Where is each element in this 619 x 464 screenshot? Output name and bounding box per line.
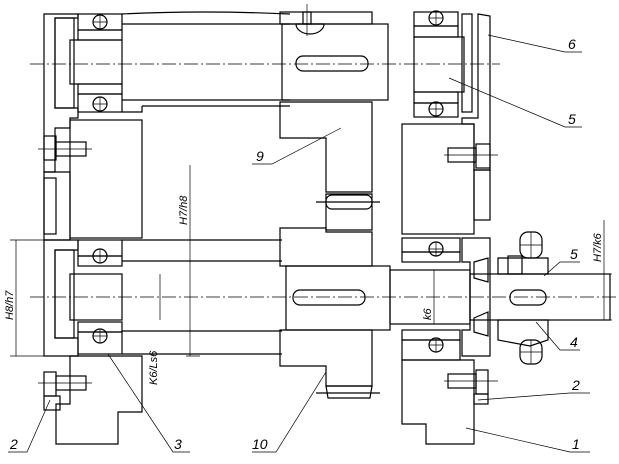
left-cover-upper bbox=[43, 13, 79, 173]
housing-lower-left bbox=[38, 355, 143, 445]
part-label-2-right: 2 bbox=[571, 377, 580, 393]
lower-shaft bbox=[122, 239, 282, 355]
part-label-6: 5 bbox=[568, 111, 576, 127]
part-label-2-left: 2 bbox=[9, 436, 18, 452]
part-label-4: 4 bbox=[570, 334, 578, 350]
part-label-10: 10 bbox=[252, 436, 268, 452]
part-label-5: 5 bbox=[570, 246, 578, 262]
upper-right-bearing bbox=[413, 10, 465, 118]
upper-shaft bbox=[121, 11, 291, 113]
part-label-7: 6 bbox=[568, 36, 576, 52]
housing-left-wall bbox=[38, 119, 143, 241]
part-label-3: 3 bbox=[174, 436, 182, 452]
fit-left-outer: H8/h7 bbox=[4, 290, 16, 320]
fit-right-shaft: k6 bbox=[422, 308, 434, 321]
gear-9-hub bbox=[279, 4, 389, 101]
gear-9 bbox=[279, 101, 380, 231]
fit-housing-bore: H7/h8 bbox=[178, 195, 190, 225]
part-label-9: 9 bbox=[256, 148, 264, 164]
upper-left-bearing bbox=[77, 13, 123, 113]
lower-right-bearing bbox=[401, 237, 461, 361]
fit-output-end: H7/k6 bbox=[592, 232, 604, 262]
coupling-4 bbox=[497, 231, 549, 365]
housing-right-wall bbox=[401, 123, 498, 235]
dimension-lines bbox=[10, 165, 612, 357]
upper-shaft-journal bbox=[69, 39, 123, 85]
lower-left-bearing bbox=[77, 239, 123, 355]
fit-left-shaft: K6/Ls6 bbox=[148, 350, 160, 385]
lower-left-cover bbox=[43, 239, 79, 357]
right-lower-cover bbox=[461, 237, 491, 357]
gear-10 bbox=[279, 227, 391, 399]
leader-lines bbox=[8, 34, 590, 453]
housing-lower-right bbox=[401, 359, 498, 445]
part-label-1: 1 bbox=[572, 436, 580, 452]
